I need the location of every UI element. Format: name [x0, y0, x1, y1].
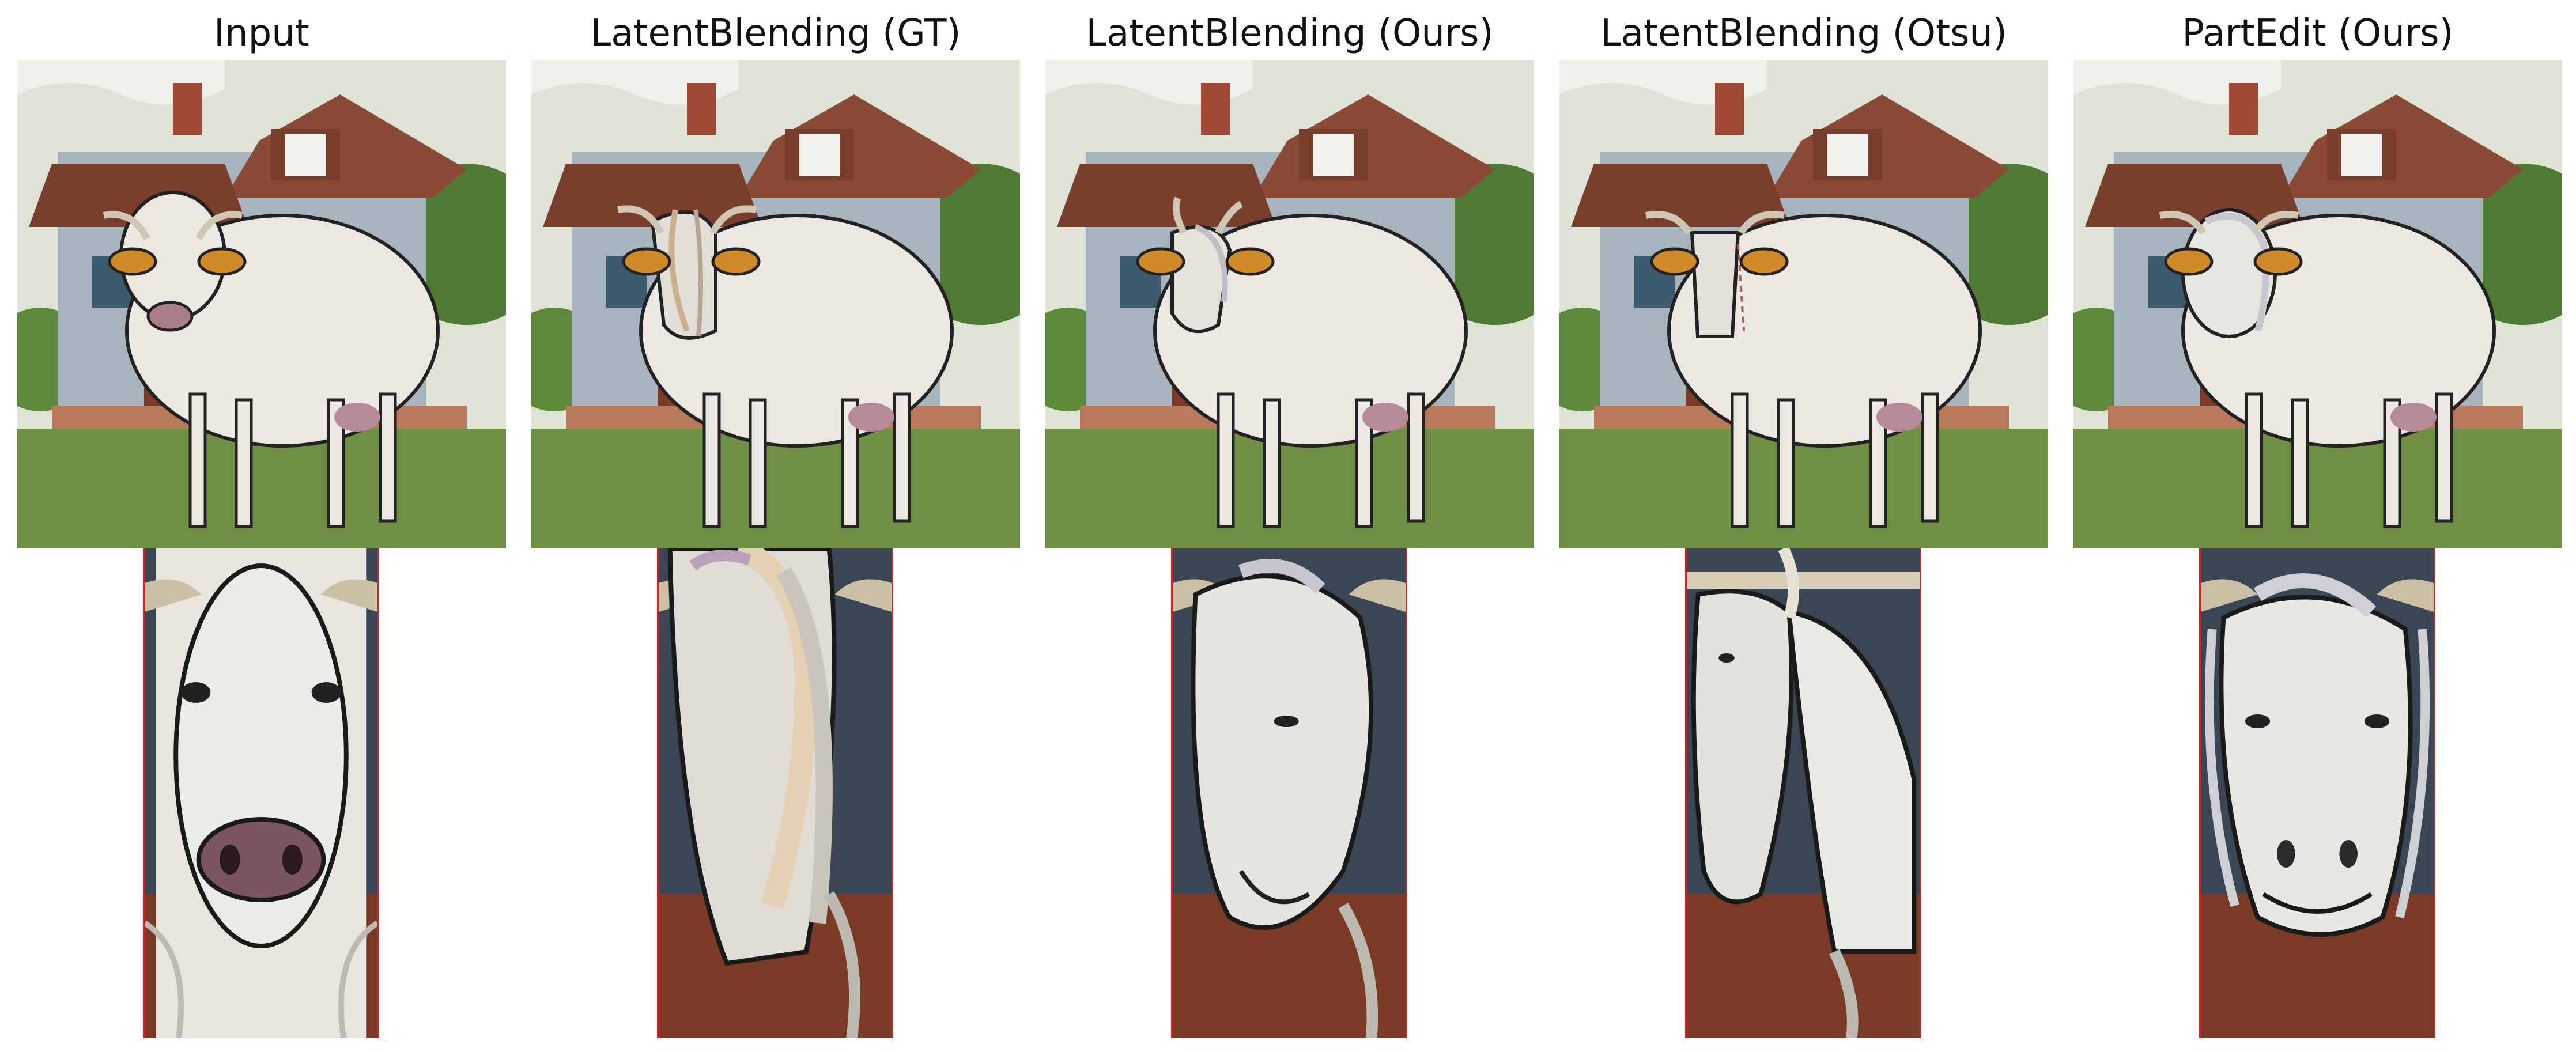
column-title: Input — [214, 12, 309, 55]
column-title: LatentBlending (Otsu) — [1600, 12, 2007, 55]
zoom-crop-input — [143, 548, 379, 1038]
column-partedit-ours: PartEdit (Ours) — [2073, 0, 2562, 1052]
column-latentblending-ours: LatentBlending (Ours) — [1045, 0, 1534, 1052]
zoom-crop-partedit-ours — [2199, 548, 2435, 1038]
column-latentblending-otsu: LatentBlending (Otsu) — [1559, 0, 2048, 1052]
column-title: LatentBlending (Ours) — [1086, 12, 1494, 55]
zoom-crop-latentblending-ours — [1171, 548, 1407, 1038]
zoom-crop-latentblending-gt — [657, 548, 893, 1038]
column-input: Input — [17, 0, 506, 1052]
scene-image-partedit-ours — [2073, 60, 2562, 548]
scene-image-input — [17, 60, 506, 548]
scene-image-latentblending-gt — [531, 60, 1020, 548]
column-title: PartEdit (Ours) — [2182, 12, 2454, 55]
scene-image-latentblending-ours — [1045, 60, 1534, 548]
column-title: LatentBlending (GT) — [590, 12, 961, 55]
zoom-crop-latentblending-otsu — [1685, 548, 1921, 1038]
column-latentblending-gt: LatentBlending (GT) — [531, 0, 1020, 1052]
scene-image-latentblending-otsu — [1559, 60, 2048, 548]
